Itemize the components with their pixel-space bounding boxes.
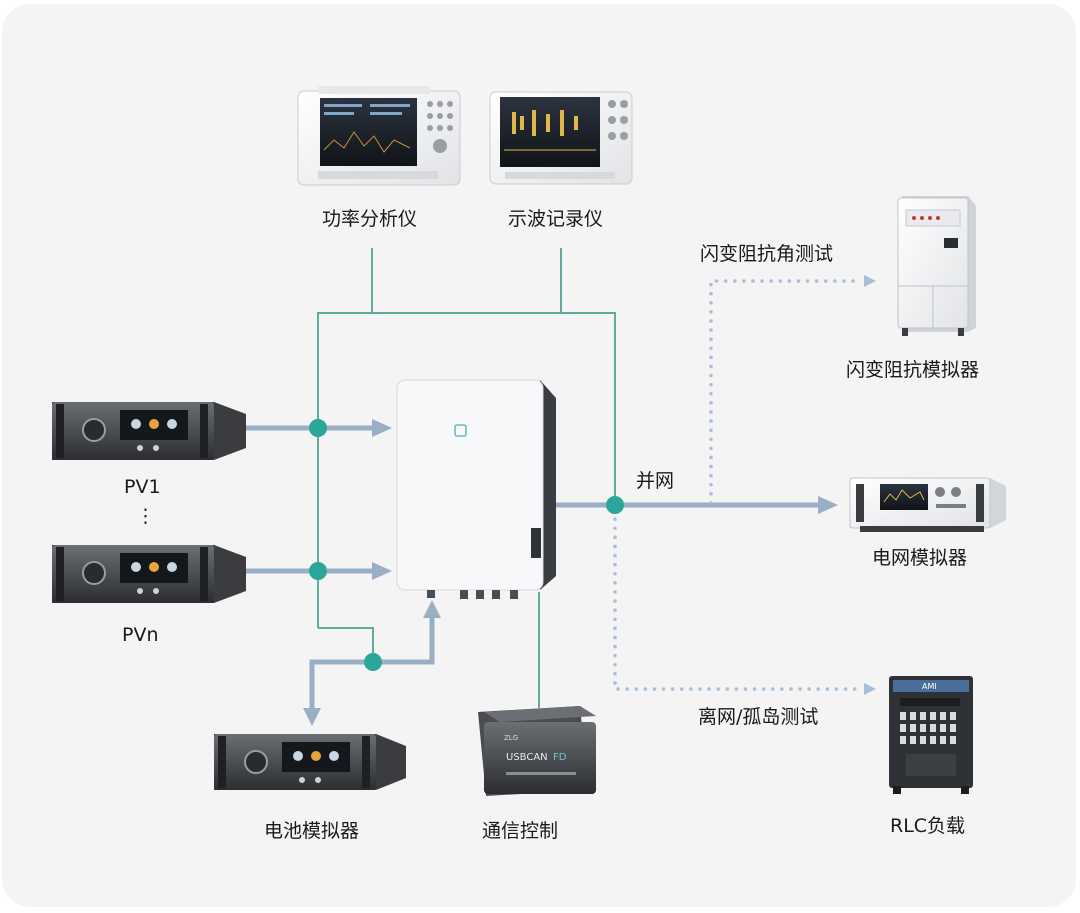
comm-control-label: 通信控制: [482, 820, 559, 842]
pv1-arrowhead: [372, 419, 392, 437]
rlc-load-label: RLC负载: [890, 815, 966, 837]
battery-down-arrowhead: [303, 708, 321, 726]
grid-arrowhead: [818, 496, 838, 514]
battery-sense-line: [318, 627, 374, 662]
pv-ellipsis-label: ⋮: [136, 505, 155, 527]
flicker-test-label: 闪变阻抗角测试: [700, 243, 834, 265]
oscilloscope-image: [489, 91, 633, 185]
flicker-simulator-label: 闪变阻抗模拟器: [846, 359, 980, 381]
usbcan-model-text: USBCAN: [506, 752, 548, 763]
pvn-arrowhead: [372, 562, 392, 580]
rlc-brand-text: AMI: [922, 682, 937, 691]
grid-simulator-image: [849, 477, 1006, 532]
battery-simulator-image: [214, 734, 406, 790]
pv1-label: PV1: [124, 476, 161, 498]
battery-node: [364, 653, 382, 671]
usbcan-device-image: ZLG USBCAN FD: [478, 706, 596, 796]
power-analyzer-image: [297, 86, 461, 186]
inverter-image: [396, 379, 556, 599]
battery-simulator-label: 电池模拟器: [264, 820, 360, 842]
power-analyzer-label: 功率分析仪: [322, 208, 418, 230]
flicker-test-path: [709, 279, 862, 505]
junction-nodes: [309, 419, 624, 671]
island-test-path: [613, 508, 864, 691]
grid-tie-label: 并网: [636, 470, 675, 492]
pvn-label: PVn: [122, 624, 159, 646]
battery-up-arrowhead: [423, 600, 441, 618]
pvn-node: [309, 562, 327, 580]
pvn-simulator-image: [52, 545, 246, 603]
flicker-simulator-cabinet-image: [897, 196, 976, 336]
rlc-load-image: AMI: [889, 676, 973, 794]
grid-node: [606, 496, 624, 514]
signal-lines: [317, 248, 616, 708]
pv1-simulator-image: [52, 402, 246, 460]
grid-simulator-label: 电网模拟器: [872, 547, 968, 569]
flicker-arrowhead: [864, 275, 876, 287]
arrow-heads: [303, 419, 838, 726]
pv1-node: [309, 419, 327, 437]
measurement-bus-line: [317, 312, 616, 628]
oscilloscope-label: 示波记录仪: [508, 208, 604, 230]
usbcan-brand-text: ZLG: [504, 734, 518, 742]
island-arrowhead: [864, 683, 876, 695]
island-test-label: 离网/孤岛测试: [698, 706, 819, 728]
dotted-paths: [613, 279, 864, 691]
usbcan-suffix-text: FD: [553, 752, 567, 763]
